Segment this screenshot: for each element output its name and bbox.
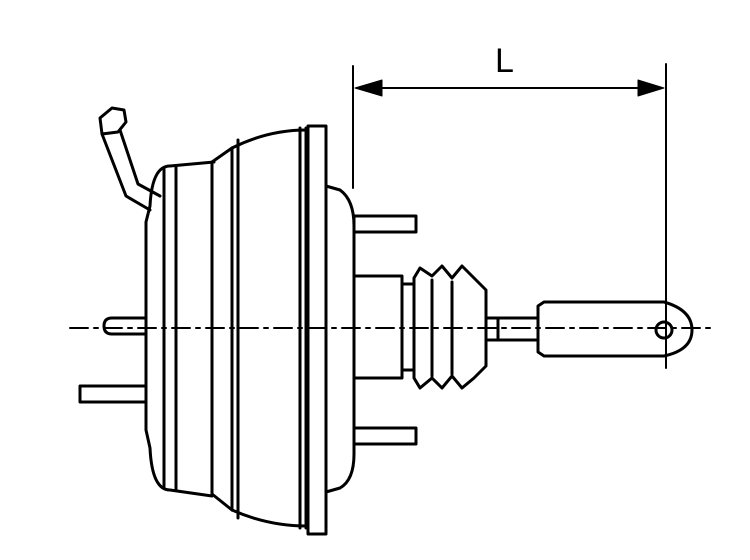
- dimension-line: [354, 79, 665, 97]
- dimension-arrow-right: [637, 79, 665, 97]
- mounting-flange: [306, 124, 328, 536]
- dimension-arrow-left: [354, 79, 383, 97]
- dimension-extension-lines: [352, 63, 667, 369]
- mounting-studs: [78, 214, 418, 446]
- clevis-pin-hole: [654, 320, 674, 340]
- front-collar: [324, 184, 356, 494]
- dimension-label: L: [495, 42, 514, 80]
